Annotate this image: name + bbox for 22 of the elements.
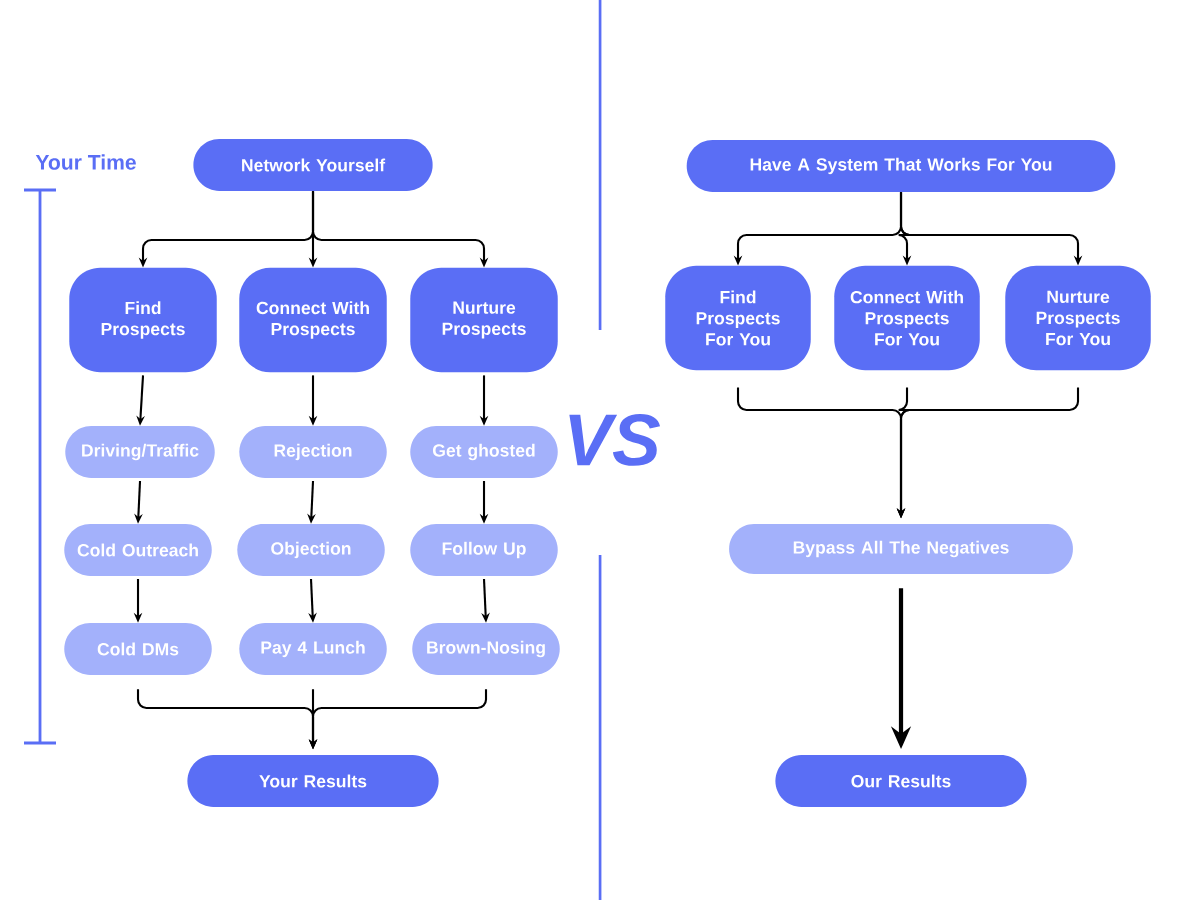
obstacle-pill: Brown-Nosing	[412, 623, 560, 675]
step-pill: Your Results	[187, 755, 439, 807]
obstacle-pill: Objection	[237, 524, 385, 576]
obstacle-pill: Pay 4 Lunch	[239, 623, 387, 675]
obstacle-pill: Get ghosted	[410, 426, 558, 478]
obstacle-pill: Bypass All The Negatives	[729, 524, 1073, 574]
obstacle-pill: Driving/Traffic	[65, 426, 215, 478]
step-pill: Nurture Prospects For You	[1005, 265, 1151, 371]
obstacle-pill: Cold Outreach	[64, 524, 212, 576]
step-pill: Find Prospects For You	[665, 265, 811, 371]
obstacle-pill: Cold DMs	[64, 623, 212, 675]
step-pill: Find Prospects	[69, 267, 217, 373]
step-pill: Network Yourself	[193, 139, 433, 191]
obstacle-pill: Follow Up	[410, 524, 558, 576]
step-pill: Our Results	[775, 755, 1027, 807]
step-pill: Have A System That Works For You	[686, 140, 1116, 192]
time-label: Your Time	[35, 154, 136, 170]
obstacle-pill: Rejection	[239, 426, 387, 478]
step-pill: Connect With Prospects For You	[834, 265, 980, 371]
versus-text: VS	[569, 414, 661, 466]
step-pill: Connect With Prospects	[239, 267, 387, 373]
step-pill: Nurture Prospects	[410, 267, 558, 373]
